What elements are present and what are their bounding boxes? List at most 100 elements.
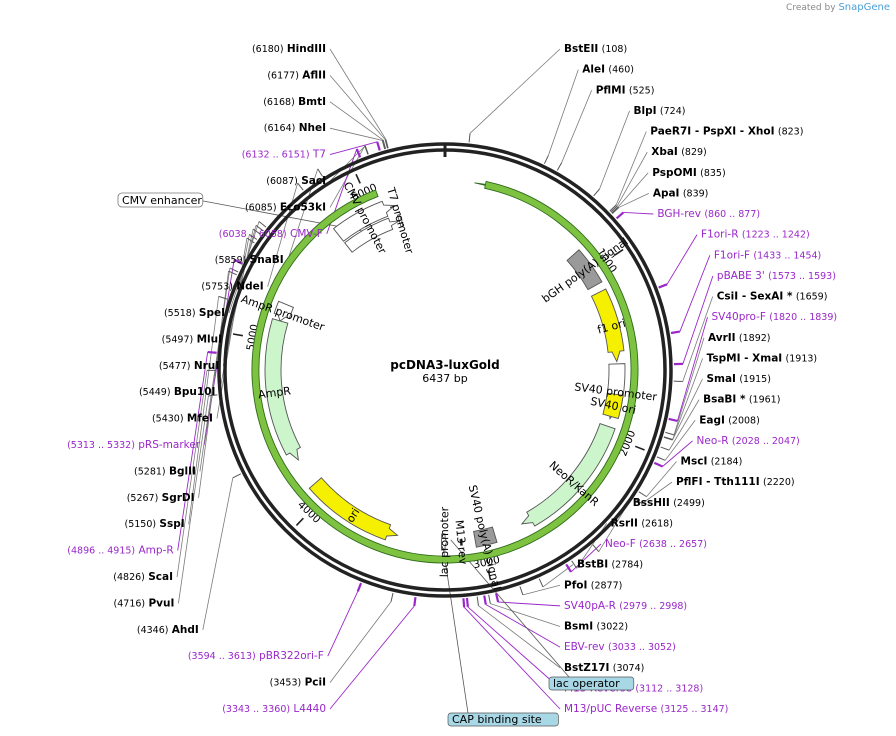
primer-range: (3112 .. 3128)	[635, 683, 703, 694]
primer-lead-amp-r	[177, 352, 209, 551]
primer-name: SV40pA-R	[564, 600, 616, 612]
site-lead-smai	[672, 378, 703, 441]
site-lead-sspi	[188, 296, 220, 525]
site-mark-sgrdi	[228, 270, 237, 276]
enzyme-position: (2877)	[591, 580, 623, 591]
enzyme-label-bglii: (5281) BglII	[134, 465, 196, 477]
site-lead-csii-sexai	[682, 296, 714, 382]
primer-range: (3125 .. 3147)	[661, 704, 729, 715]
enzyme-position: (2220)	[763, 477, 795, 488]
primer-mark-f1ori-r	[658, 283, 668, 289]
site-lead-alei	[547, 69, 579, 156]
enzyme-position: (5497)	[162, 334, 194, 345]
primer-mark-m13-reverse	[465, 597, 469, 608]
primer-range: (1573 .. 1593)	[768, 271, 836, 282]
enzyme-position: (5753)	[201, 282, 233, 293]
enzyme-name: AleI	[582, 64, 605, 76]
enzyme-position: (5518)	[164, 308, 196, 319]
primer-lead-pbr322ori-f	[327, 591, 359, 657]
tick-4000	[295, 517, 304, 526]
primer-lead-ebv-rev	[485, 604, 561, 648]
enzyme-label-saci: (6087) SacI	[266, 175, 326, 187]
site-mark-rsrii	[571, 560, 578, 569]
primer-range: (2638 .. 2657)	[639, 539, 707, 550]
primer-mark-sv40pa-r	[495, 592, 500, 603]
primer-lead-neo-r	[662, 440, 693, 467]
site-mark-eagi	[656, 456, 666, 461]
feature-ori	[308, 477, 399, 541]
lac-operator-label-lead	[450, 539, 570, 678]
enzyme-name: PfoI	[564, 579, 587, 591]
site-lead-bstz17i	[478, 605, 561, 669]
enzyme-name: MscI	[681, 456, 708, 468]
feature-luxgold	[251, 180, 639, 564]
site-mark-mlui	[255, 224, 264, 232]
enzyme-name: BssHII	[633, 497, 670, 509]
feature-bgh-poly-a-signal	[566, 249, 603, 291]
site-lead-saci	[329, 145, 366, 182]
enzyme-position: (1659)	[796, 292, 828, 303]
enzyme-position: (6168)	[263, 97, 295, 108]
enzyme-name: XbaI	[651, 146, 678, 158]
primer-label-pbabe-3: pBABE 3' (1573 .. 1593)	[717, 270, 836, 282]
primer-mark-f1ori-f	[670, 330, 681, 335]
enzyme-name: SmaI	[706, 373, 736, 385]
primer-mark-neo-r	[653, 461, 664, 468]
cmv-enhancer-label: CMV enhancer	[122, 194, 202, 207]
primer-name: Neo-R	[697, 435, 729, 447]
enzyme-label-bsmi: BsmI (3022)	[564, 621, 628, 633]
enzyme-name: MfeI	[187, 413, 213, 425]
enzyme-name: EagI	[699, 414, 725, 426]
site-lead-ahdi	[202, 477, 234, 630]
enzyme-name: ScaI	[148, 571, 173, 583]
enzyme-name: AflII	[302, 69, 326, 81]
enzyme-position: (6087)	[266, 176, 298, 187]
tick-2000	[634, 445, 645, 451]
lac-operator-label: lac operator	[553, 677, 620, 690]
tick-6000	[355, 173, 361, 184]
feature-ampr-promoter	[273, 300, 295, 322]
enzyme-label-pspomi: PspOMI (835)	[652, 167, 725, 179]
feature-m13-rev	[459, 538, 464, 546]
enzyme-label-apai: ApaI (839)	[653, 187, 709, 199]
enzyme-label-bstbi: BstBI (2784)	[577, 559, 643, 571]
enzyme-position: (5449)	[139, 387, 171, 398]
site-lead-bglii	[199, 268, 231, 472]
primer-label-bgh-rev: BGH-rev (860 .. 877)	[657, 208, 760, 220]
primer-range: (1223 .. 1242)	[742, 230, 810, 241]
enzyme-position: (6180)	[252, 44, 284, 55]
enzyme-name: SgrDI	[162, 492, 195, 504]
site-lead-pfoi	[522, 584, 561, 596]
cap-binding-site-label-box	[447, 712, 559, 727]
enzyme-label-alei: AleI (460)	[582, 64, 634, 76]
feature-label-ampr: AmpR	[257, 384, 292, 401]
primer-mark-sv40pro-f	[668, 417, 678, 422]
site-lead-nhei	[329, 127, 383, 141]
enzyme-position: (839)	[683, 188, 709, 199]
site-lead-pspomi	[617, 172, 649, 208]
enzyme-label-tspmi-xmai: TspMI - XmaI (1913)	[707, 352, 818, 364]
primer-name: CMV-F	[290, 228, 323, 240]
cap-binding-site-label: CAP binding site	[452, 713, 542, 726]
enzyme-label-bpu10i: (5449) Bpu10I	[139, 386, 215, 398]
enzyme-label-msci: MscI (2184)	[681, 456, 743, 468]
enzyme-label-bstz17i: BstZ17I (3074)	[564, 662, 644, 674]
enzyme-label-sgrdi: (5267) SgrDI	[127, 492, 195, 504]
enzyme-label-bsteii: BstEII (108)	[564, 43, 627, 55]
enzyme-position: (5150)	[124, 519, 156, 530]
site-lead-bsabi	[668, 399, 700, 451]
feature-label-lac-promoter: lac promoter	[438, 506, 451, 577]
primer-lead-bgh-rev	[623, 211, 654, 215]
enzyme-position: (2618)	[641, 518, 673, 529]
enzyme-label-aflii: (6177) AflII	[267, 69, 326, 81]
primer-name: pBR322ori-F	[259, 650, 324, 662]
primer-label-m13-puc-reverse: M13/pUC Reverse (3125 .. 3147)	[564, 703, 728, 715]
primer-label-neo-f: Neo-F (2638 .. 2657)	[605, 538, 707, 550]
primer-mark-pbr322ori-f	[356, 582, 363, 592]
site-mark-bstz17i	[476, 596, 479, 606]
enzyme-position: (6164)	[264, 123, 296, 134]
enzyme-position: (3074)	[613, 663, 645, 674]
primer-mark-t7	[376, 141, 381, 151]
cap-binding-site-label-lead	[441, 539, 469, 714]
